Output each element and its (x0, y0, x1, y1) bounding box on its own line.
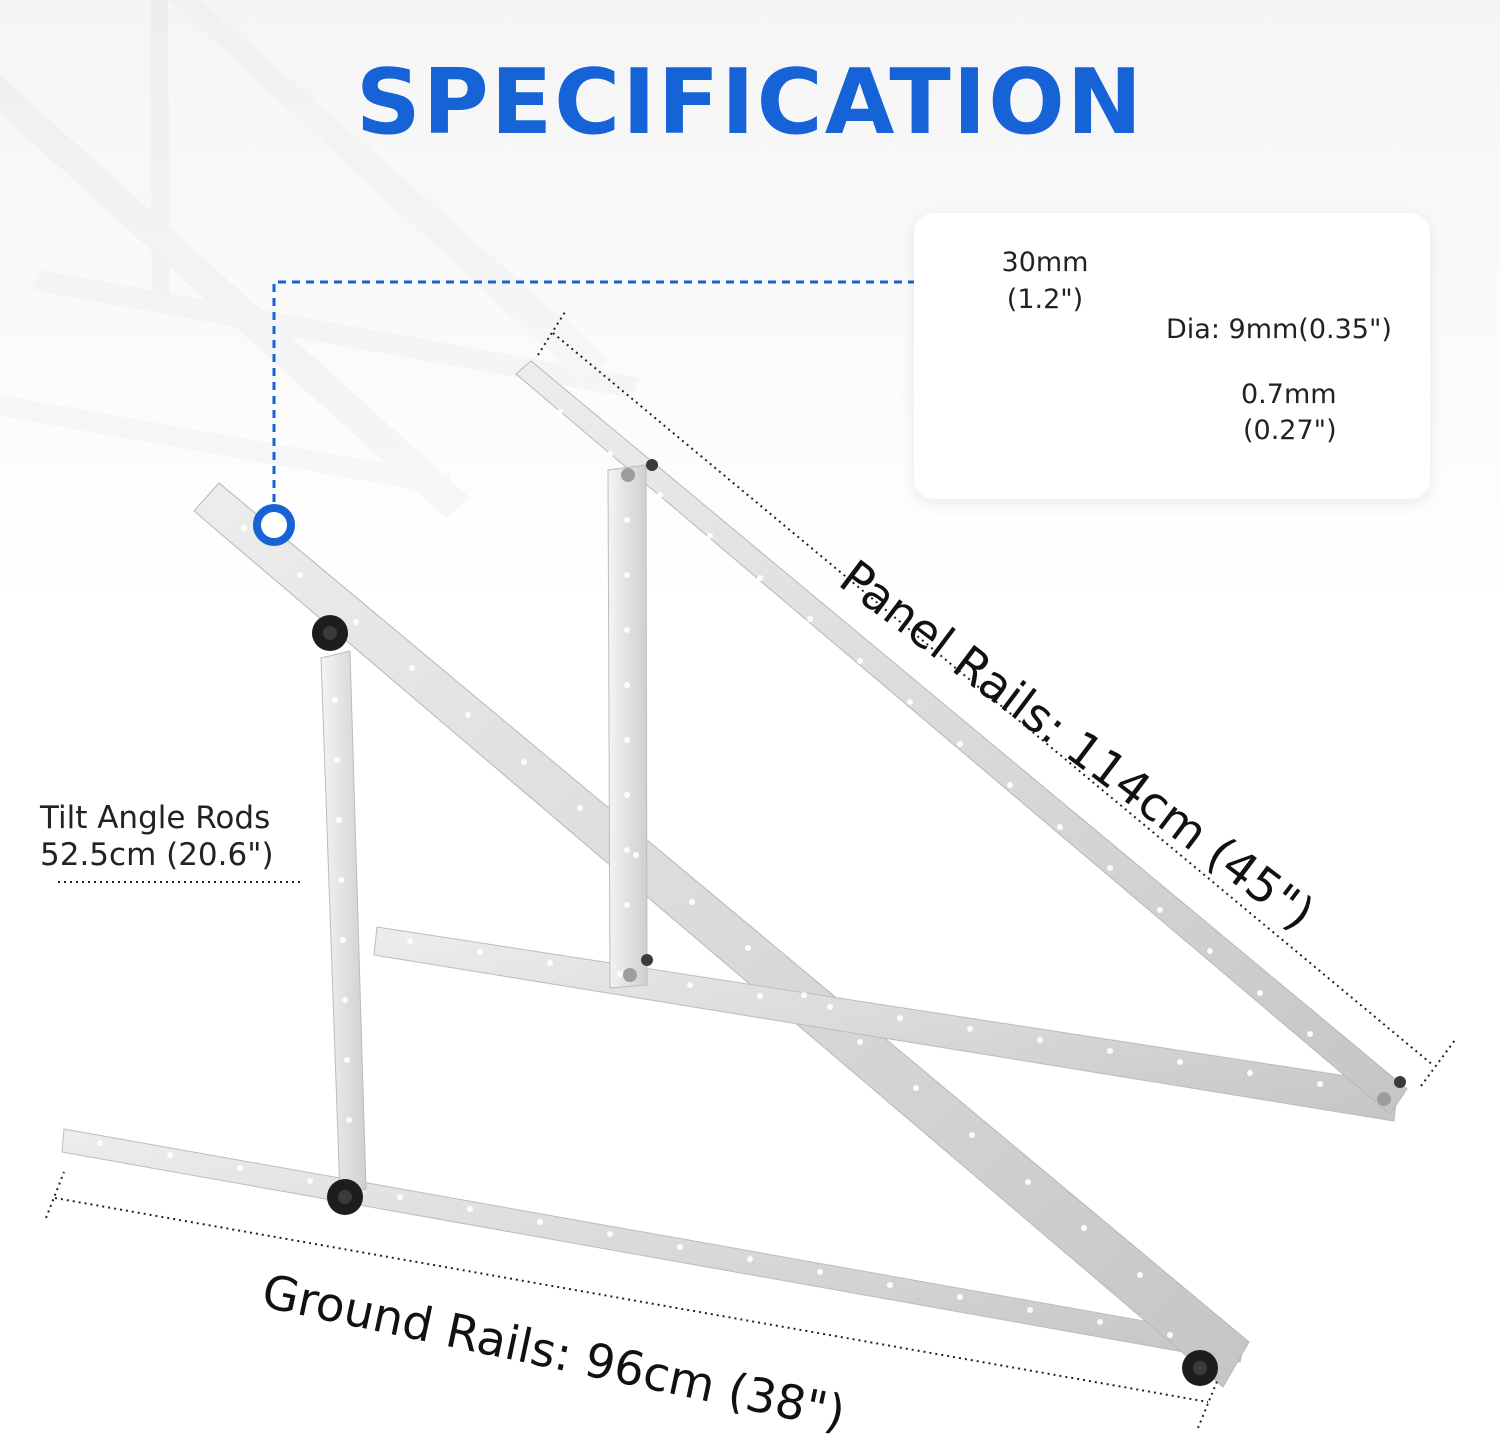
panel-rail-front (193, 482, 1250, 1388)
hole-spacing-in: (1.2") (1006, 284, 1084, 315)
page-title: SPECIFICATION (355, 50, 1145, 155)
hole-detail-card (914, 213, 1430, 499)
hole-diameter: Dia: 9mm(0.35") (1166, 314, 1392, 345)
plate-thickness-in: (0.27") (1243, 415, 1337, 446)
detail-marker-icon (253, 504, 295, 546)
rail-holes (97, 409, 1323, 1338)
tilt-angle-rods-size: 52.5cm (20.6") (40, 837, 274, 874)
plate-thickness-mm: 0.7mm (1241, 379, 1337, 410)
dimension-lines (45, 311, 1456, 1429)
tilt-angle-rods-name: Tilt Angle Rods (40, 800, 271, 836)
background-ghost-frame (0, 0, 640, 518)
hardware (312, 459, 1406, 1386)
panel-rail-rear (515, 360, 1408, 1115)
tilt-rod-front (320, 650, 367, 1195)
tilt-rod-rear (607, 464, 648, 989)
tilt-angle-rods-label: Tilt Angle Rods 52.5cm (20.6") (40, 800, 320, 874)
detail-connector (253, 280, 914, 546)
front-left-frame (61, 482, 1250, 1388)
hole-spacing-mm: 30mm (1001, 247, 1089, 278)
